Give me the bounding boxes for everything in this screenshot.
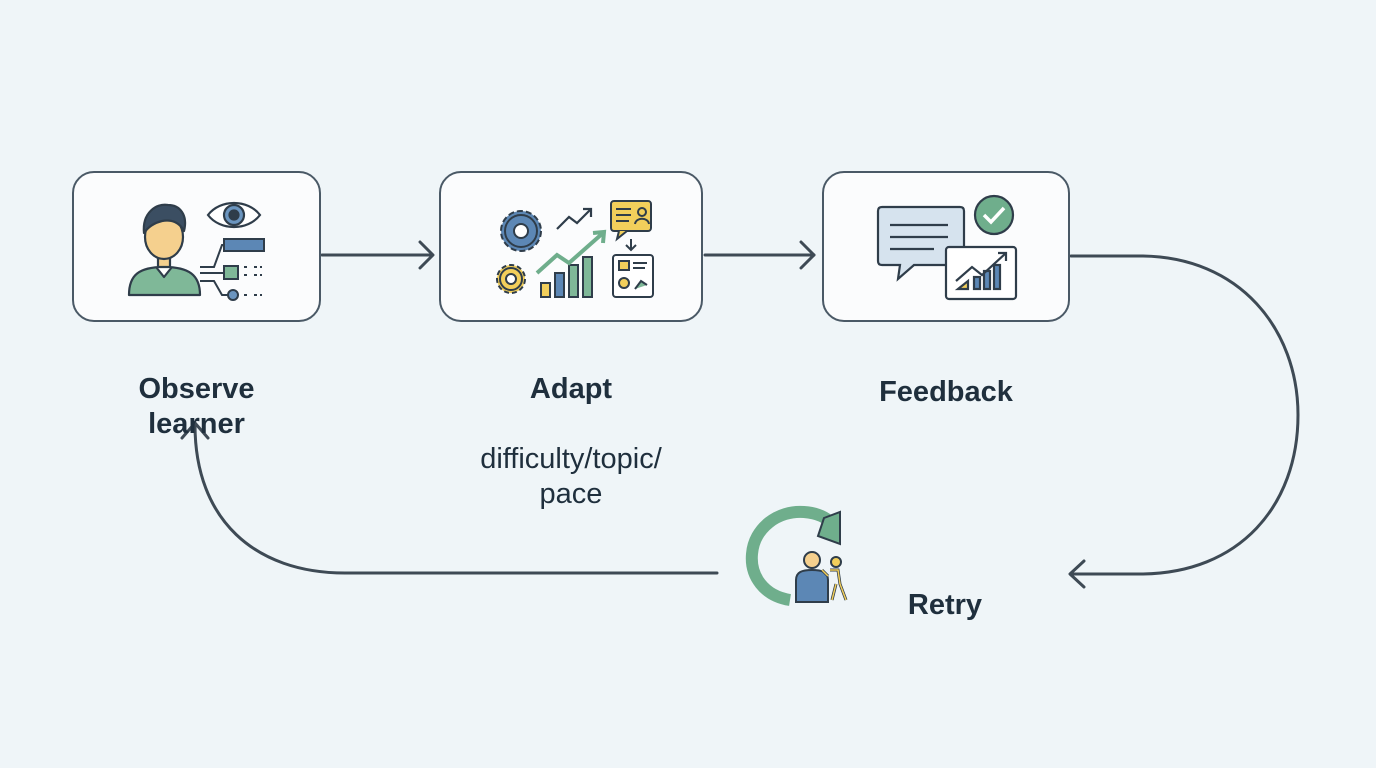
node-retry-title: Retry [907, 589, 983, 621]
node-feedback-label: Feedback [822, 340, 1070, 445]
edge-retry-observe [193, 423, 719, 575]
edge-retry-observe-arrowhead [180, 421, 210, 440]
chat-bubble-icon [876, 205, 966, 282]
feedback-icon-group [876, 194, 1018, 301]
observe-icon-group [127, 202, 265, 301]
bar-chart-icon [535, 229, 607, 298]
dashboard-icon [612, 254, 654, 298]
edge-observe-adapt-arrowhead [418, 240, 435, 270]
node-retry-label: Retry [880, 553, 1010, 658]
edge-feedback-retry [1069, 254, 1300, 576]
eye-icon [206, 202, 262, 228]
adapt-icon-group [496, 200, 654, 298]
edge-adapt-feedback-arrowhead [799, 240, 816, 270]
trend-up-icon [556, 207, 593, 230]
node-adapt-subtitle: difficulty/topic/ pace [480, 443, 662, 510]
gear-icon [496, 210, 542, 294]
learner-avatar-icon [127, 203, 202, 297]
node-observe-box [72, 171, 321, 322]
person-helping-icon [795, 551, 848, 603]
node-adapt-label: Adapt difficulty/topic/ pace [419, 337, 723, 547]
chart-card-icon [944, 245, 1018, 301]
node-observe-title: Observe learner [138, 373, 255, 440]
node-feedback-box [822, 171, 1070, 322]
node-adapt-title: Adapt [529, 373, 613, 405]
profile-card-icon [610, 200, 652, 252]
node-adapt-box [439, 171, 703, 322]
retry-icon-group [745, 505, 848, 606]
data-flow-icon [200, 238, 265, 301]
node-feedback-title: Feedback [879, 376, 1013, 408]
node-observe-label: Observe learner [72, 337, 321, 477]
check-circle-icon [973, 194, 1015, 236]
edge-feedback-retry-arrowhead [1068, 559, 1086, 589]
cycle-arrow-icon [745, 505, 841, 606]
